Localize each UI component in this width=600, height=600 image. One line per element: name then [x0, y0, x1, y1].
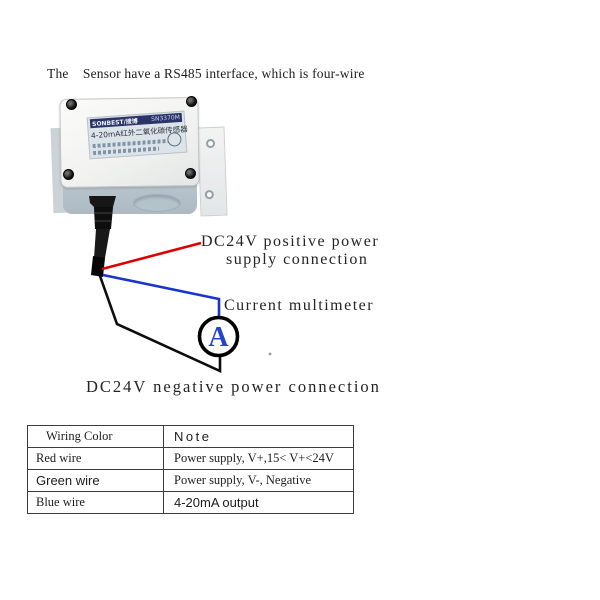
table-row: Blue wire 4-20mA output [27, 491, 354, 514]
device-model: SN3370M [150, 113, 181, 123]
mount-hole-top [205, 138, 216, 149]
page-title: The Sensor have a RS485 interface, which… [47, 66, 365, 81]
cable [94, 229, 110, 258]
wire-color-cell: Blue wire [27, 491, 164, 514]
table-header-row: Wiring Color Note [27, 425, 354, 448]
header-wiring-color: Wiring Color [27, 425, 164, 448]
table-row: Red wire Power supply, V+,15< V+<24V [27, 447, 354, 470]
device-label-smallprint-2 [93, 146, 160, 156]
wire-note-cell: Power supply, V+,15< V+<24V [163, 447, 354, 470]
device-base-recess [133, 194, 181, 212]
blue-wire-line [102, 273, 221, 317]
current-multimeter-label: Current multimeter [224, 297, 375, 314]
table-row: Green wire Power supply, V-, Negative [27, 469, 354, 492]
device-brand: SONBEST/搜博 [91, 117, 139, 129]
wire-note-cell: 4-20mA output [163, 491, 354, 514]
header-note: Note [163, 425, 354, 448]
speck [268, 352, 272, 356]
negative-power-label: DC24V negative power connection [86, 377, 381, 396]
mount-hole-bottom [204, 189, 214, 200]
positive-power-label-line1: DC24V positive power [201, 233, 380, 250]
wiring-color-table: Wiring Color Note Red wire Power supply,… [27, 425, 354, 514]
screw-bottom-right [185, 168, 196, 179]
device-label: SONBEST/搜博 SN3370M 4-20mA红外二氧化碳传感器 [86, 110, 188, 160]
screw-top-right [186, 96, 197, 107]
black-wire-line [98, 275, 222, 374]
red-wire-line [101, 241, 202, 271]
screw-top-left [66, 99, 77, 110]
ammeter-circle [197, 315, 240, 358]
cable-tip [91, 256, 105, 277]
screw-bottom-left [63, 169, 74, 180]
positive-power-label-line2: supply connection [226, 251, 369, 268]
certification-logo-icon [166, 131, 182, 147]
ammeter-symbol: A [208, 322, 229, 353]
mount-plate-right [197, 126, 228, 217]
wire-note-cell: Power supply, V-, Negative [163, 469, 354, 492]
wire-color-cell: Red wire [27, 447, 164, 470]
wire-color-cell: Green wire [27, 469, 164, 492]
